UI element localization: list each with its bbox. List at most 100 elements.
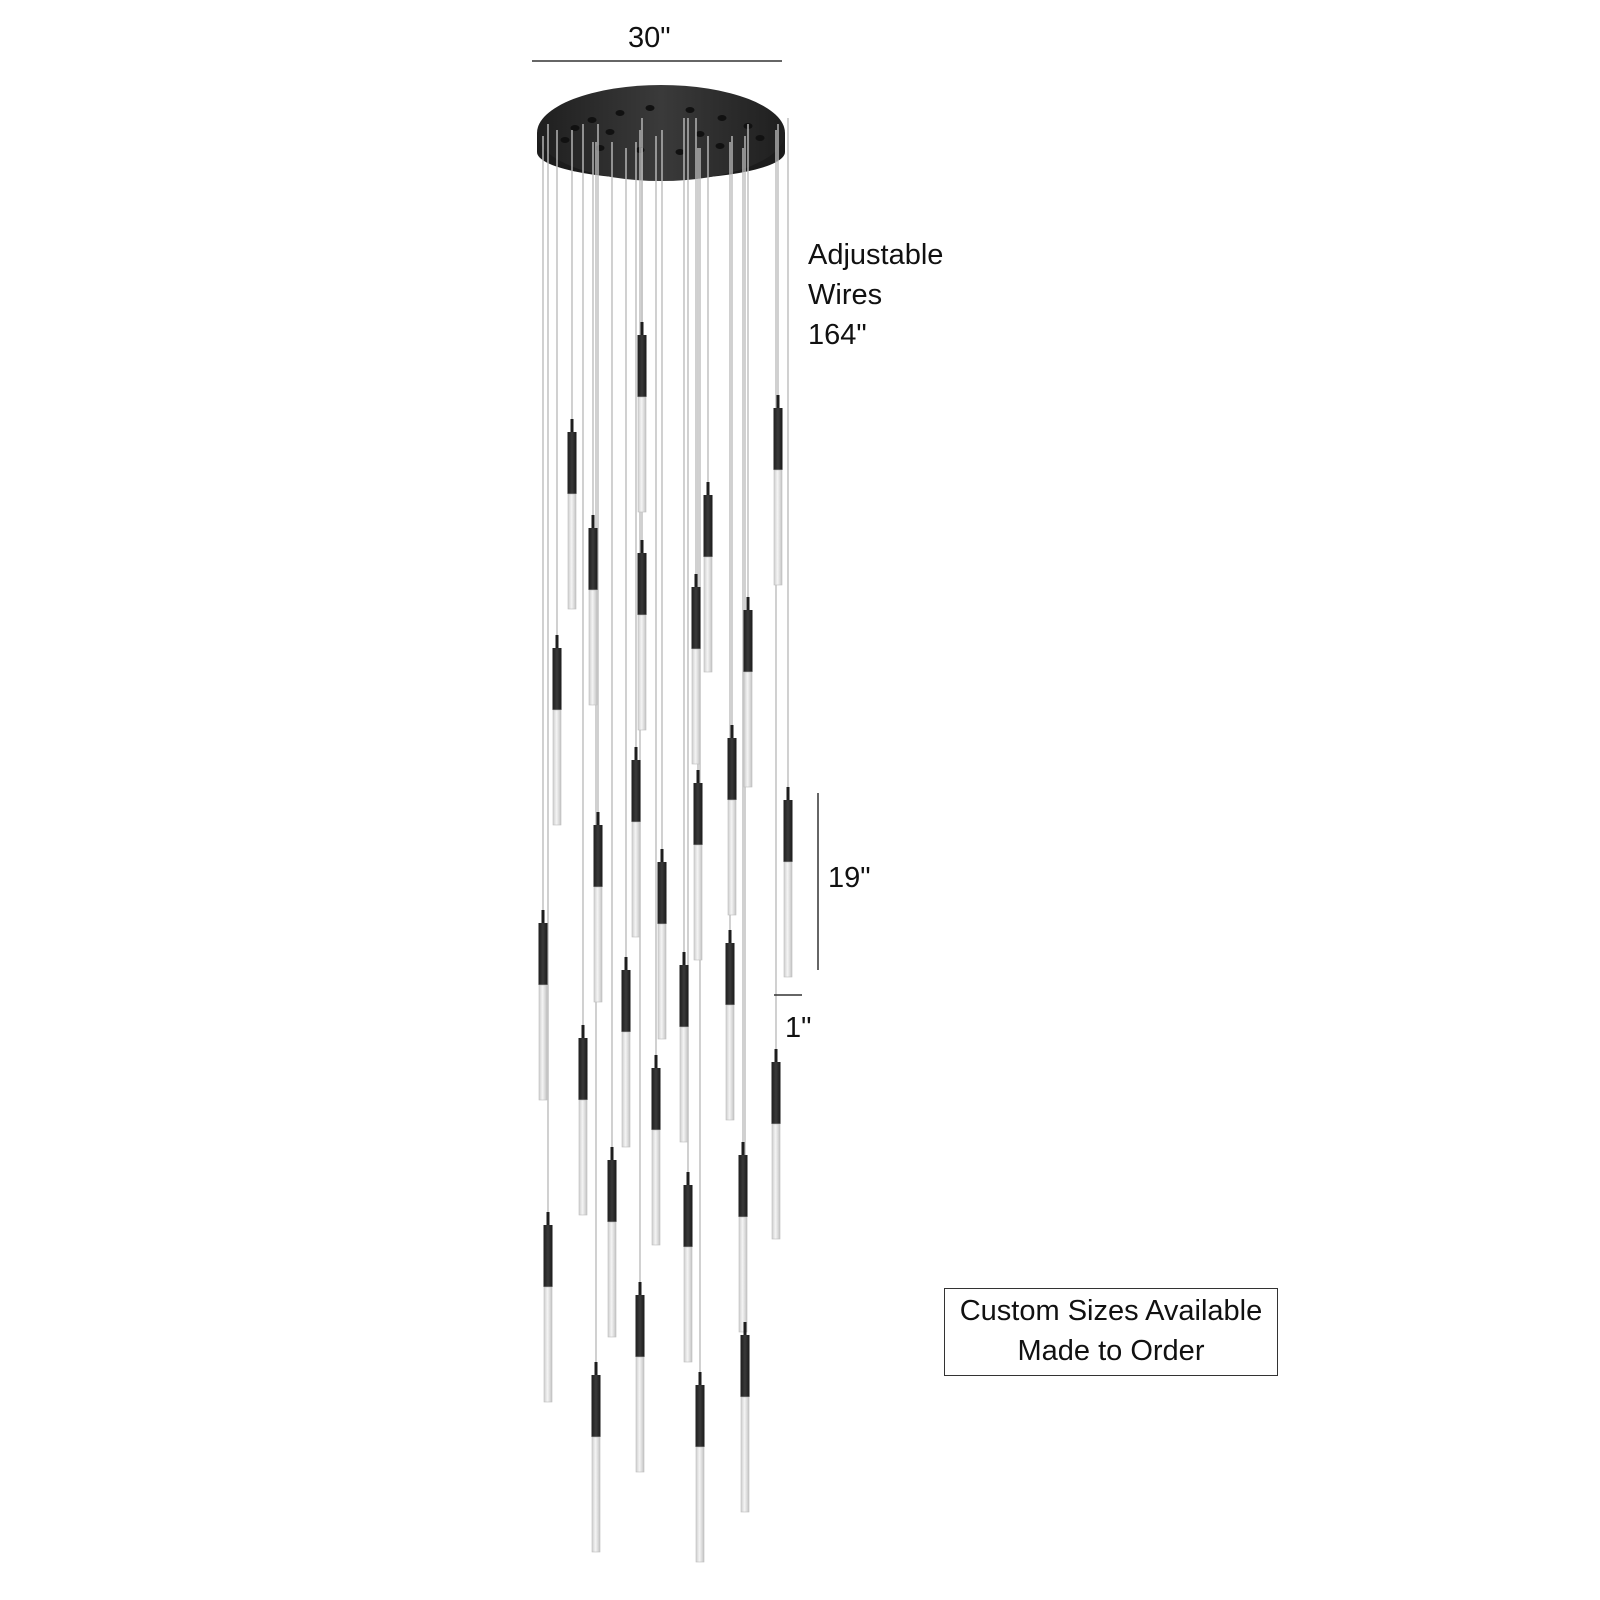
pendant-body <box>631 760 641 822</box>
canopy-port <box>675 149 685 155</box>
pendant-light <box>657 849 667 1040</box>
pendant-connector <box>541 910 545 923</box>
pendant-glass-tube <box>725 1004 735 1121</box>
pendant-connector <box>634 747 638 760</box>
pendant-light <box>743 597 753 788</box>
pendant-body <box>607 1160 617 1222</box>
canopy-port <box>595 145 605 151</box>
pendant-body <box>538 923 548 985</box>
canopy-port <box>715 143 725 149</box>
pendant-glass-tube <box>738 1216 748 1333</box>
pendant-glass-tube <box>695 1446 705 1563</box>
pendant-glass-tube <box>567 493 577 610</box>
pendant-light <box>635 1282 645 1473</box>
pendant-body <box>657 862 667 924</box>
pendant-light <box>543 1212 553 1403</box>
pendant-connector <box>640 322 644 335</box>
pendant-body <box>588 528 598 590</box>
pendant-light <box>695 1372 705 1563</box>
pendant-glass-tube <box>651 1129 661 1246</box>
pendant-light <box>783 787 793 978</box>
pendant-glass-tube <box>588 589 598 706</box>
pendant-body <box>591 1375 601 1437</box>
pendant-glass-tube <box>771 1123 781 1240</box>
pendant-body <box>738 1155 748 1217</box>
pendant-body <box>621 970 631 1032</box>
pendant-glass-tube <box>683 1246 693 1363</box>
pendant-connector <box>682 952 686 965</box>
pendant-body <box>727 738 737 800</box>
pendant-connector <box>594 1362 598 1375</box>
pendant-glass-tube <box>783 861 793 978</box>
pendant-light <box>691 574 701 765</box>
canopy-port <box>685 107 695 113</box>
pendant-glass-tube <box>607 1221 617 1338</box>
pendant-glass-tube <box>635 1356 645 1473</box>
pendant-body <box>783 800 793 862</box>
pendant-light <box>607 1147 617 1338</box>
pendant-glass-tube <box>727 799 737 916</box>
pendant-connector <box>638 1282 642 1295</box>
pendant-connector <box>743 1322 747 1335</box>
pendant-light <box>593 812 603 1003</box>
pendant-light <box>740 1322 750 1513</box>
pendant-connector <box>741 1142 745 1155</box>
pendant-glass-tube <box>593 886 603 1003</box>
pendant-body <box>743 610 753 672</box>
pendant-body <box>651 1068 661 1130</box>
notice-line-2: Made to Order <box>1017 1335 1205 1367</box>
pendant-connector <box>696 770 700 783</box>
pendant-gap-label: 1" <box>785 1012 812 1044</box>
pendant-light <box>591 1362 601 1553</box>
pendant-body <box>771 1062 781 1124</box>
pendant-body <box>691 587 701 649</box>
canopy-port <box>605 129 615 135</box>
pendant-glass-tube <box>591 1436 601 1553</box>
pendant-length-label: 19" <box>828 862 871 894</box>
pendant-glass-tube <box>773 469 783 586</box>
pendant-glass-tube <box>693 844 703 961</box>
pendant-light <box>637 322 647 513</box>
pendant-glass-tube <box>621 1031 631 1148</box>
custom-sizes-notice: Custom Sizes Available Made to Order <box>944 1288 1278 1376</box>
pendant-body <box>695 1385 705 1447</box>
suspension-wires <box>542 118 789 1372</box>
canopy-ports <box>560 105 765 155</box>
canopy-port <box>755 135 765 141</box>
pendant-connector <box>694 574 698 587</box>
pendant-light <box>725 930 735 1121</box>
pendant-connector <box>570 419 574 432</box>
pendant-body <box>637 553 647 615</box>
pendant-glass-tube <box>552 709 562 826</box>
notice-line-1: Custom Sizes Available <box>959 1295 1263 1327</box>
pendant-light <box>637 540 647 731</box>
pendant-glass-tube <box>703 556 713 673</box>
pendants <box>538 322 793 1563</box>
pendant-connector <box>555 635 559 648</box>
pendant-connector <box>746 597 750 610</box>
pendant-glass-tube <box>538 984 548 1101</box>
pendant-glass-tube <box>631 821 641 938</box>
pendant-body <box>683 1185 693 1247</box>
pendant-glass-tube <box>679 1026 689 1143</box>
pendant-body <box>543 1225 553 1287</box>
pendant-connector <box>640 540 644 553</box>
pendant-connector <box>654 1055 658 1068</box>
pendant-body <box>593 825 603 887</box>
canopy-port <box>717 115 727 121</box>
pendant-connector <box>660 849 664 862</box>
pendant-connector <box>581 1025 585 1038</box>
pendant-body <box>693 783 703 845</box>
pendant-light <box>679 952 689 1143</box>
pendant-body <box>567 432 577 494</box>
pendant-glass-tube <box>578 1099 588 1216</box>
pendant-connector <box>624 957 628 970</box>
pendant-connector <box>610 1147 614 1160</box>
pendant-light <box>703 482 713 673</box>
pendant-connector <box>730 725 734 738</box>
wires-label-line-2: Wires <box>808 279 883 312</box>
pendant-body <box>773 408 783 470</box>
wires-label-line-3: 164" <box>808 319 867 352</box>
canopy-port <box>645 105 655 111</box>
